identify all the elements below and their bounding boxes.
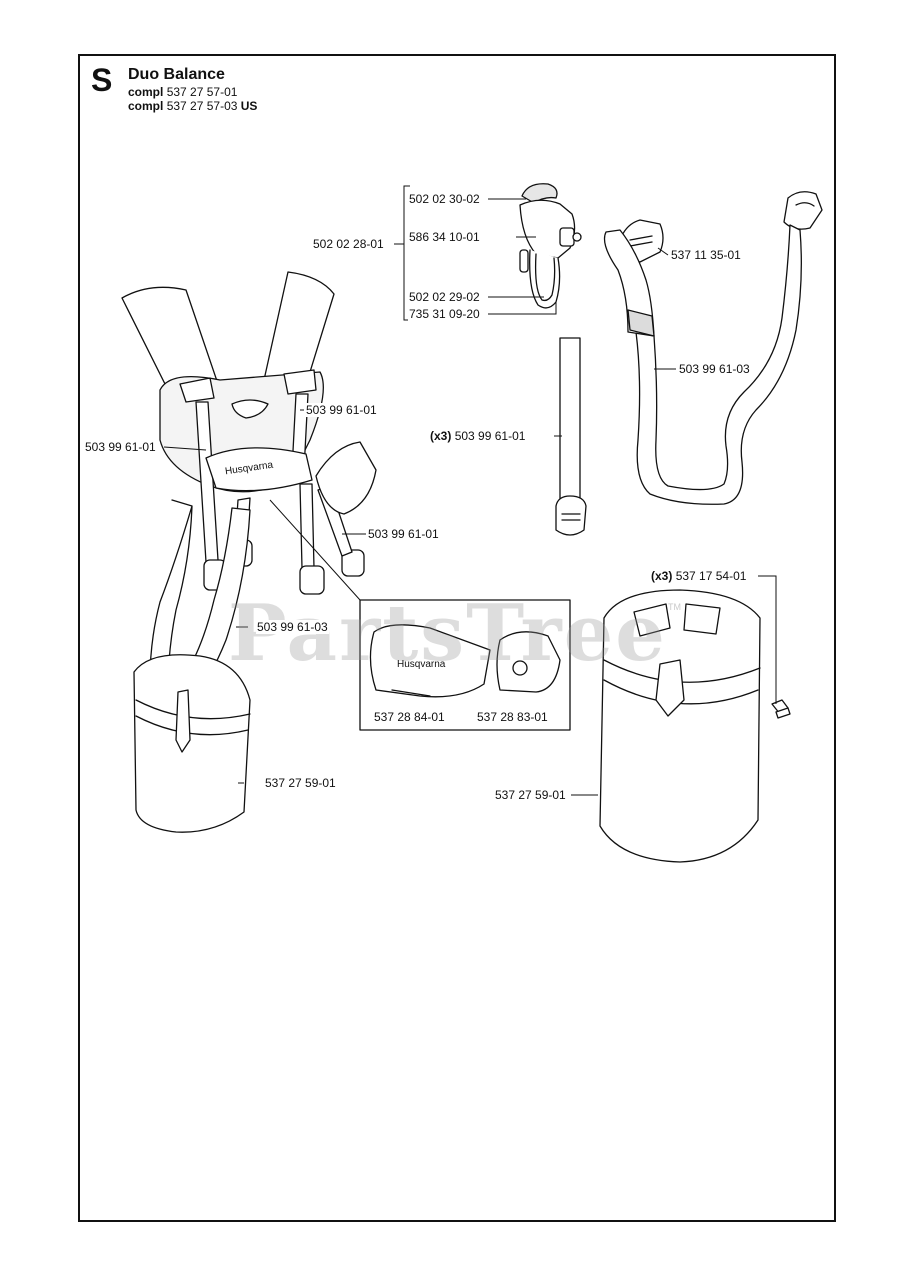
callout-503-99-61-03-harness: 503 99 61-03 [256,620,329,634]
callout-735-31-09-20: 735 31 09-20 [408,307,481,321]
callout-537-28-83-01: 537 28 83-01 [476,710,549,724]
callout-503-99-61-03-belt: 503 99 61-03 [678,362,751,376]
harness-drawing [121,271,377,833]
inset-box [359,599,571,731]
callout-537-28-84-01: 537 28 84-01 [373,710,446,724]
strap-drawing [555,337,587,536]
callout-537-17-54-01: (x3) 537 17 54-01 [650,569,748,583]
hook-assembly-drawing [519,183,582,309]
watermark-tm: TM [668,602,681,612]
hip-belt-drawing [603,191,823,505]
callout-537-11-35-01: 537 11 35-01 [670,248,742,262]
callout-586-34-10-01: 586 34 10-01 [408,230,481,244]
callout-502-02-30-02: 502 02 30-02 [408,192,481,206]
leader-lines [163,185,777,796]
kit-line-1: compl 537 27 57-01 [128,85,238,99]
callout-503-99-61-01-a: 503 99 61-01 [305,403,378,417]
section-letter: S [91,62,113,98]
diagram-frame [78,54,836,1222]
husqvarna-logo-cover: Husqvarna [397,659,446,670]
page-title: Duo Balance [128,66,225,83]
callout-502-02-29-02: 502 02 29-02 [408,290,481,304]
callout-502-02-28-01: 502 02 28-01 [312,237,385,251]
callout-503-99-61-01-c: 503 99 61-01 [367,527,440,541]
kit-line-2: compl 537 27 57-03 US [128,99,258,113]
callout-503-99-61-01-b: 503 99 61-01 [84,440,157,454]
callout-503-99-61-01-strap: (x3) 503 99 61-01 [429,429,527,443]
callout-537-27-59-01-left: 537 27 59-01 [264,776,337,790]
callout-537-27-59-01-right: 537 27 59-01 [494,788,567,802]
